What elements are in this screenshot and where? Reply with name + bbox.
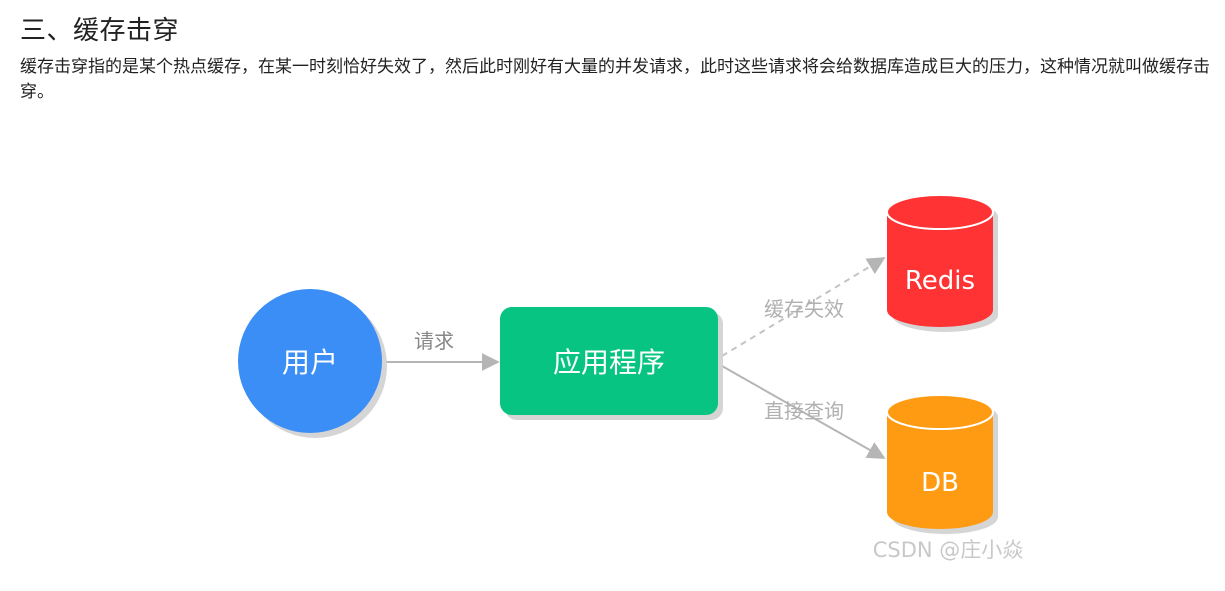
db-label: DB xyxy=(921,468,959,498)
app-node: 应用程序 xyxy=(500,307,723,420)
app-label: 应用程序 xyxy=(553,346,665,379)
direct-query-arrow xyxy=(721,365,886,459)
request-label: 请求 xyxy=(414,329,454,353)
watermark: CSDN @庄小焱 xyxy=(873,538,1024,562)
redis-node: Redis xyxy=(886,194,998,332)
user-node: 用户 xyxy=(238,289,387,438)
redis-cylinder xyxy=(887,212,993,327)
db-node: DB xyxy=(886,394,998,534)
user-label: 用户 xyxy=(282,346,338,379)
direct-query-label: 直接查询 xyxy=(764,399,844,423)
app-box xyxy=(500,307,718,415)
cache-miss-arrow xyxy=(721,257,886,357)
db-cylinder xyxy=(887,412,993,529)
article-paragraph: 缓存击穿指的是某个热点缓存，在某一时刻恰好失效了，然后此时刚好有大量的并发请求，… xyxy=(20,57,1210,102)
cache-miss-label: 缓存失效 xyxy=(764,297,844,321)
redis-label: Redis xyxy=(905,266,975,296)
user-circle xyxy=(238,289,382,433)
section-title: 三、缓存击穿 xyxy=(20,16,180,46)
article: 三、缓存击穿 缓存击穿指的是某个热点缓存，在某一时刻恰好失效了，然后此时刚好有大… xyxy=(20,14,1215,104)
